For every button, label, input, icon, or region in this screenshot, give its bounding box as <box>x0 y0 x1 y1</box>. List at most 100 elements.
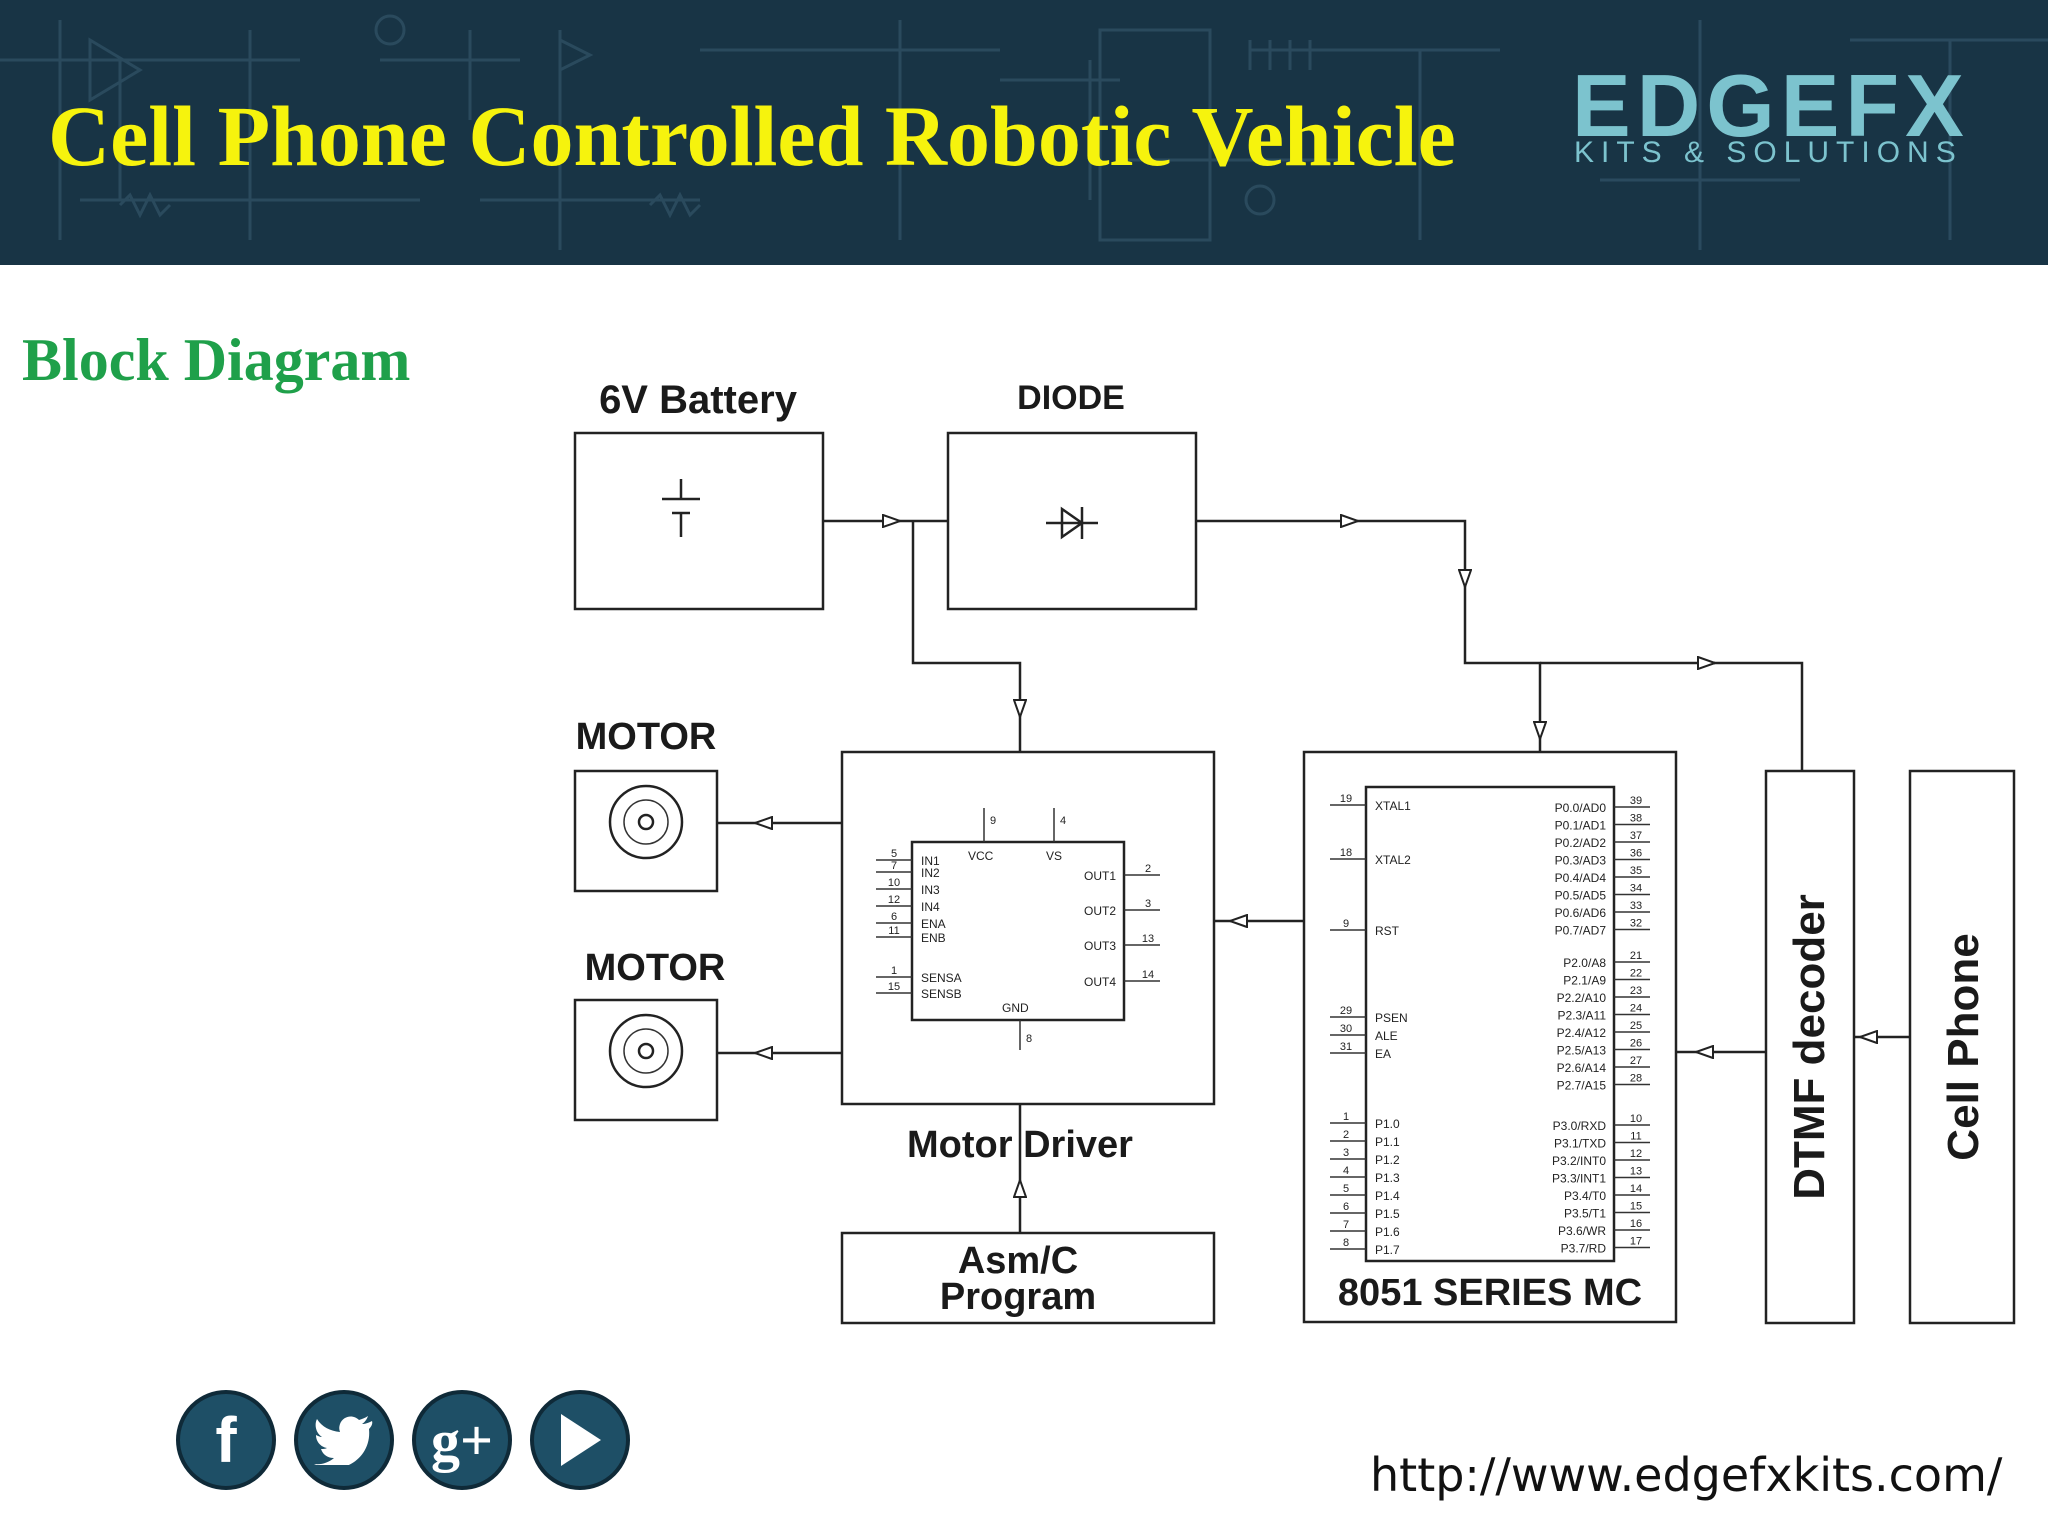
mcu-pin-name: XTAL2 <box>1375 853 1411 867</box>
edgefx-logo[interactable]: EDGEFX <box>1572 56 1970 155</box>
motor-1-block <box>573 769 719 893</box>
mcu-pin-number: 29 <box>1340 1005 1352 1017</box>
mcu-pin-name: P2.6/A14 <box>1557 1061 1607 1075</box>
mcu-pin-number: 21 <box>1630 950 1642 962</box>
diode-icon <box>1046 506 1098 540</box>
motor-1-icon <box>608 784 684 860</box>
mcu-pin-number: 32 <box>1630 918 1642 930</box>
mcu-pin-number: 2 <box>1343 1129 1349 1141</box>
dtmf-decoder-label: DTMF decoder <box>1785 894 1834 1200</box>
mcu-pin-name: RST <box>1375 924 1400 938</box>
mcu-pin-name: P2.5/A13 <box>1557 1044 1607 1058</box>
driver-pin-number: 8 <box>1026 1033 1032 1045</box>
mcu-pin-name: P3.4/T0 <box>1564 1189 1606 1203</box>
mcu-pin-number: 5 <box>1343 1183 1349 1195</box>
driver-pin-name: SENSA <box>921 971 962 985</box>
mcu-pin-name: P3.2/INT0 <box>1552 1154 1606 1168</box>
mcu-pin-name: P3.6/WR <box>1558 1224 1606 1238</box>
google-plus-icon[interactable]: g+ <box>412 1390 512 1490</box>
mcu-pin-number: 38 <box>1630 813 1642 825</box>
mcu-pin-number: 7 <box>1343 1219 1349 1231</box>
mcu-block <box>1302 750 1678 1324</box>
mcu-pin-number: 22 <box>1630 968 1642 980</box>
cell-phone-block <box>1908 769 2016 1325</box>
mcu-pin-name: P1.6 <box>1375 1225 1400 1239</box>
mcu-pin-number: 30 <box>1340 1023 1352 1035</box>
driver-pin-name: GND <box>1002 1001 1029 1015</box>
motor-2-icon <box>608 1013 684 1089</box>
mcu-pin-number: 36 <box>1630 848 1642 860</box>
motor-2-block <box>573 998 719 1122</box>
driver-pin-number: 5 <box>891 848 897 860</box>
driver-pin-name: SENSB <box>921 987 962 1001</box>
edgefx-logo-tagline: KITS & SOLUTIONS <box>1574 136 1963 169</box>
mcu-pin-name: P2.0/A8 <box>1563 956 1606 970</box>
block-diagram: 6V Battery DIODE MOTOR MOTOR Motor Drive… <box>573 378 2016 1325</box>
driver-pin-name: OUT1 <box>1084 869 1116 883</box>
driver-pin-name: IN2 <box>921 866 940 880</box>
driver-pin-name: OUT3 <box>1084 939 1116 953</box>
mcu-pin-name: P1.0 <box>1375 1117 1400 1131</box>
mcu-pin-name: P0.4/AD4 <box>1555 871 1607 885</box>
mcu-pin-number: 33 <box>1630 900 1642 912</box>
driver-pin-number: 3 <box>1145 898 1151 910</box>
driver-pin-name: ENA <box>921 917 946 931</box>
mcu-pin-name: P0.6/AD6 <box>1555 906 1607 920</box>
twitter-icon[interactable] <box>294 1390 394 1490</box>
program-label-line2: Program <box>940 1276 1096 1318</box>
mcu-pin-name: P3.5/T1 <box>1564 1207 1606 1221</box>
mcu-ic-body <box>1364 785 1616 1263</box>
mcu-pin-name: P0.3/AD3 <box>1555 854 1607 868</box>
driver-pin-name: OUT4 <box>1084 975 1116 989</box>
driver-pin-number: 9 <box>990 815 996 827</box>
mcu-pin-name: P1.5 <box>1375 1207 1400 1221</box>
program-label-line1: Asm/C <box>958 1240 1078 1282</box>
mcu-pin-name: P3.1/TXD <box>1554 1137 1606 1151</box>
driver-pin-name: VCC <box>968 849 994 863</box>
mcu-pin-name: P0.5/AD5 <box>1555 889 1607 903</box>
mcu-pin-number: 15 <box>1630 1201 1642 1213</box>
page-title: Cell Phone Controlled Robotic Vehicle <box>48 88 1456 184</box>
mcu-pin-number: 13 <box>1630 1166 1642 1178</box>
footer-url-link[interactable]: http://www.edgefxkits.com/ <box>1370 1448 2003 1502</box>
driver-pin-number: 13 <box>1142 933 1154 945</box>
mcu-pin-name: P0.0/AD0 <box>1555 801 1607 815</box>
driver-pin-number: 6 <box>891 911 897 923</box>
mcu-pin-name: P2.7/A15 <box>1557 1079 1607 1093</box>
mcu-pin-number: 16 <box>1630 1218 1642 1230</box>
driver-pin-number: 15 <box>888 981 900 993</box>
mcu-pin-number: 27 <box>1630 1055 1642 1067</box>
mcu-pin-number: 35 <box>1630 865 1642 877</box>
driver-pin-number: 4 <box>1060 815 1066 827</box>
mcu-pin-name: P3.0/RXD <box>1553 1119 1607 1133</box>
mcu-pin-number: 6 <box>1343 1201 1349 1213</box>
mcu-pin-name: P2.2/A10 <box>1557 991 1607 1005</box>
mcu-pin-number: 9 <box>1343 918 1349 930</box>
mcu-pin-number: 39 <box>1630 795 1642 807</box>
mcu-pin-name: P2.1/A9 <box>1563 974 1606 988</box>
motor-2-label: MOTOR <box>585 947 726 989</box>
mcu-pin-name: P1.2 <box>1375 1153 1400 1167</box>
header-banner: Cell Phone Controlled Robotic Vehicle ED… <box>0 0 2048 265</box>
driver-pin-number: 14 <box>1142 969 1154 981</box>
driver-pin-number: 11 <box>888 925 899 937</box>
driver-pin-number: 2 <box>1145 863 1151 875</box>
mcu-pin-number: 11 <box>1630 1131 1641 1143</box>
driver-pin-name: OUT2 <box>1084 904 1116 918</box>
play-icon[interactable] <box>530 1390 630 1490</box>
mcu-pin-name: P0.1/AD1 <box>1555 819 1607 833</box>
facebook-icon[interactable]: f <box>176 1390 276 1490</box>
section-title: Block Diagram <box>22 327 411 393</box>
mcu-pin-number: 26 <box>1630 1038 1642 1050</box>
driver-pin-name: IN3 <box>921 883 940 897</box>
battery-block <box>573 431 825 611</box>
mcu-pin-name: P2.3/A11 <box>1558 1009 1607 1023</box>
mcu-pin-name: P1.3 <box>1375 1171 1400 1185</box>
mcu-pin-number: 1 <box>1343 1111 1349 1123</box>
mcu-pin-name: P3.7/RD <box>1561 1242 1607 1256</box>
mcu-label: 8051 SERIES MC <box>1338 1272 1642 1314</box>
mcu-pin-number: 3 <box>1343 1147 1349 1159</box>
diode-label: DIODE <box>1017 379 1125 417</box>
